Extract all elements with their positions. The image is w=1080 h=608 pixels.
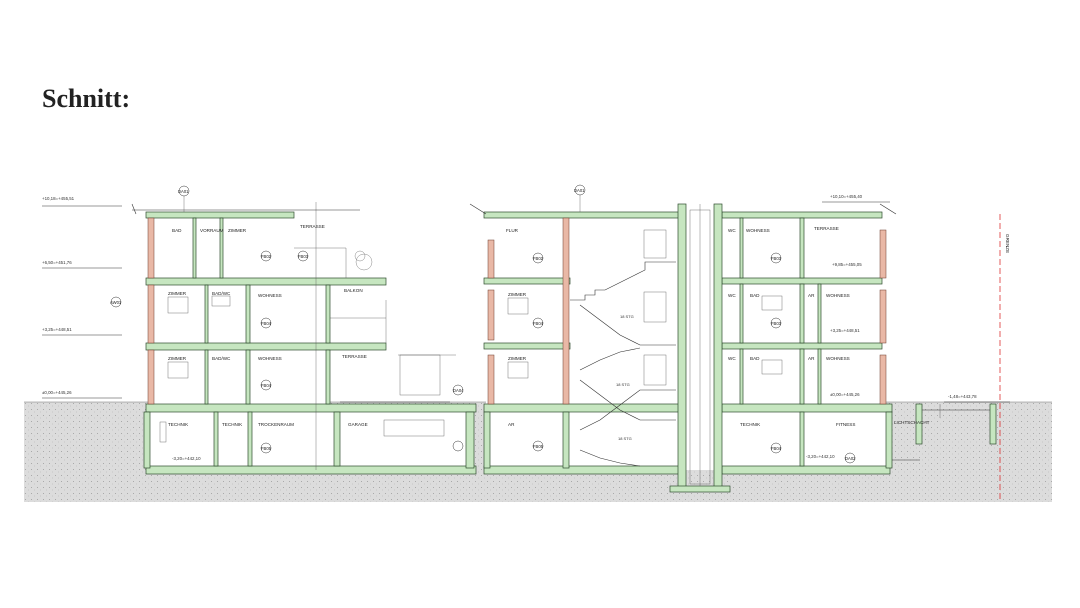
stair-label: 18 STG bbox=[616, 382, 630, 387]
room-label: BAD bbox=[750, 293, 760, 298]
room-label: GARAGE bbox=[348, 422, 368, 427]
room-label: TERRASSE bbox=[300, 224, 325, 229]
tag-label: FB04 bbox=[261, 383, 272, 388]
stair-labels: 18 STG 18 STG 18 STG bbox=[616, 314, 634, 441]
room-label: ZIMMER bbox=[228, 228, 247, 233]
left-tags: FB02 FB03 AW01 FB04 FB04 FB05 DA04 bbox=[110, 250, 464, 454]
room-label: BAD bbox=[172, 228, 182, 233]
room-label: ZIMMER bbox=[508, 292, 527, 297]
level-label: -3,20=+442,10 bbox=[806, 454, 835, 459]
room-label: WC bbox=[728, 228, 736, 233]
room-label: FLUR bbox=[506, 228, 519, 233]
right-building-section bbox=[469, 203, 1001, 500]
left-levels: +10,18=+455,51 +6,50=+451,76 +3,25=+448,… bbox=[42, 196, 201, 461]
tag-label: FB03 bbox=[771, 321, 782, 326]
tag-label: FB05 bbox=[261, 446, 272, 451]
room-label: WC bbox=[728, 356, 736, 361]
room-label: ZIMMER bbox=[508, 356, 527, 361]
tag-label: FB03 bbox=[771, 256, 782, 261]
room-label: WOHNESS bbox=[258, 293, 282, 298]
page-title: Schnitt: bbox=[42, 84, 131, 113]
stair-label: 18 STG bbox=[618, 436, 632, 441]
level-label: +10,18=+455,51 bbox=[42, 196, 75, 201]
room-label: TROCKENRAUM bbox=[258, 422, 294, 427]
room-label: BAD/WC bbox=[212, 291, 231, 296]
level-label: +6,50=+451,76 bbox=[42, 260, 72, 265]
level-label: +9,85=+455,05 bbox=[832, 262, 862, 267]
room-label: ZIMMER bbox=[168, 291, 187, 296]
tag-label: DA02 bbox=[845, 456, 856, 461]
room-label: WOHNESS bbox=[826, 293, 850, 298]
room-label: WOHNESS bbox=[746, 228, 770, 233]
room-label: BAD bbox=[750, 356, 760, 361]
right-levels: +10,10=+455,40 +9,85=+455,05 +3,25=+448,… bbox=[806, 194, 1010, 459]
level-label: ±0,00=+445,26 bbox=[42, 390, 72, 395]
right-top-label: DA01 bbox=[574, 188, 585, 193]
room-label: ZIMMER bbox=[168, 356, 187, 361]
tag-label: FB04 bbox=[771, 446, 782, 451]
left-top-label: DA01 bbox=[178, 189, 189, 194]
tag-label: FB02 bbox=[533, 256, 544, 261]
level-label: +3,25=+448,51 bbox=[830, 328, 860, 333]
room-label: TECHNIK bbox=[168, 422, 189, 427]
room-label: TECHNIK bbox=[740, 422, 761, 427]
room-label: WOHNESS bbox=[826, 356, 850, 361]
tag-label: AW01 bbox=[110, 300, 122, 305]
room-label: BAD/WC bbox=[212, 356, 231, 361]
room-label: WC bbox=[728, 293, 736, 298]
left-building-section bbox=[131, 202, 477, 475]
tag-label: FB05 bbox=[533, 444, 544, 449]
room-label: AR bbox=[808, 293, 815, 298]
tag-label: FB04 bbox=[261, 321, 272, 326]
level-label: -1,48=+443,78 bbox=[948, 394, 977, 399]
property-line-label: GRENZE bbox=[1005, 234, 1010, 253]
room-label: AR bbox=[508, 422, 515, 427]
room-label: AR bbox=[808, 356, 815, 361]
room-label: BALKON bbox=[344, 288, 363, 293]
tag-label: DA04 bbox=[453, 388, 464, 393]
stair-label: 18 STG bbox=[620, 314, 634, 319]
room-label: FITNESS bbox=[836, 422, 855, 427]
room-label: TERRASSE bbox=[814, 226, 839, 231]
room-label: VORRAUM bbox=[200, 228, 224, 233]
tag-label: FB03 bbox=[298, 254, 309, 259]
room-label: WOHNESS bbox=[258, 356, 282, 361]
right-tags: FB02 FB03 FB04 FB05 DA02 FB03 FB04 bbox=[532, 252, 856, 464]
level-label: +3,25=+448,51 bbox=[42, 327, 72, 332]
level-label: ±0,00=+445,26 bbox=[830, 392, 860, 397]
tag-label: FB04 bbox=[533, 321, 544, 326]
room-label: LICHTSCHACHT bbox=[894, 420, 930, 425]
room-label: TERRASSE bbox=[342, 354, 367, 359]
level-label: -3,20=+442,10 bbox=[172, 456, 201, 461]
level-label: +10,10=+455,40 bbox=[830, 194, 863, 199]
tag-label: FB02 bbox=[261, 254, 272, 259]
room-label: TECHNIK bbox=[222, 422, 243, 427]
